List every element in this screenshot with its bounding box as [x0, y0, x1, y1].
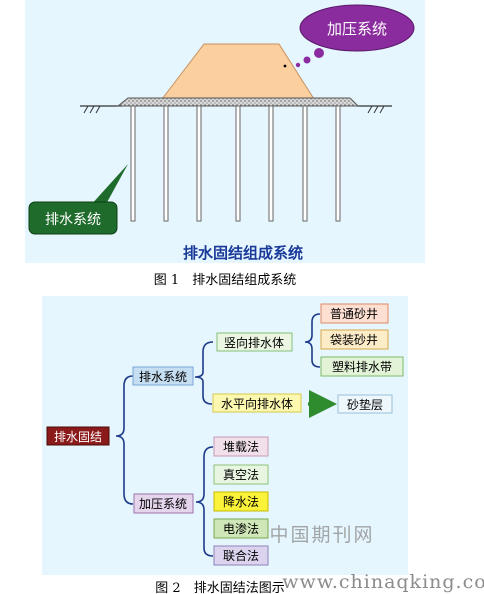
drainage-callout: 排水系统: [28, 164, 128, 235]
callout-label: 排水系统: [45, 212, 101, 228]
drainage-node: [132, 366, 194, 386]
vertical-item-label: 塑料排水带: [332, 359, 392, 374]
pressure-method-label: 堆载法: [223, 440, 259, 454]
watermark-cn: 中国期刊网: [269, 524, 374, 546]
sand-cushion-node: [337, 394, 393, 414]
sand-drain: [335, 105, 341, 222]
pressure-method-label: 电渗法: [223, 521, 259, 536]
sand-drain: [130, 105, 136, 222]
pressure-node: [133, 493, 194, 514]
pressure-method-node: [213, 436, 269, 457]
horizontal-drain-node: [212, 393, 302, 413]
vertical-item-node: [320, 303, 389, 324]
horizontal-drain-label: 水平向排水体: [221, 396, 293, 411]
sand-drains: [130, 105, 341, 222]
vertical-item-label: 袋装砂井: [330, 333, 378, 347]
tree-braces: [115, 313, 321, 557]
sand-drain: [235, 105, 241, 222]
figure-1-caption: 图 1 排水固结组成系统: [154, 273, 296, 288]
pressure-method-node: [213, 545, 269, 566]
figure-2-caption: 图 2 排水固结法图示: [155, 581, 284, 594]
pressure-method-node: [213, 464, 269, 485]
ground-hatch-right: [367, 105, 385, 114]
pressure-cloud: 加压系统: [295, 4, 415, 68]
pressure-method-node: [213, 518, 269, 539]
sand-drain: [268, 105, 274, 222]
sand-drain: [302, 105, 308, 222]
vertical-drain-label: 竖向排水体: [224, 335, 284, 350]
figure-1: 加压系统 排水系统 排水固结组成系统: [25, 0, 425, 263]
vertical-item-node: [320, 329, 389, 350]
sand-cushion-label: 砂垫层: [347, 397, 383, 412]
cloud-label: 加压系统: [327, 20, 387, 38]
root-label: 排水固结: [54, 430, 102, 444]
root-node: [46, 426, 110, 446]
figure-1-inner-title: 排水固结组成系统: [183, 244, 303, 262]
pressure-method-label: 降水法: [223, 495, 259, 509]
pressure-method-node: [213, 491, 269, 512]
load-dot: [283, 64, 287, 68]
vertical-item-label: 普通砂井: [330, 307, 378, 321]
vertical-drain-node: [216, 332, 293, 352]
drainage-label: 排水系统: [139, 370, 187, 384]
sand-drain: [196, 105, 202, 222]
vertical-item-node: [320, 356, 404, 377]
sand-drain: [163, 105, 169, 222]
pressure-method-label: 真空法: [223, 468, 259, 482]
pressure-label: 加压系统: [139, 497, 187, 511]
pressure-method-label: 联合法: [223, 548, 259, 563]
figure-2: 排水固结 排水系统 竖向排水体 普通砂井 袋装砂井 塑料排水带 水平向排水体 砂…: [42, 296, 408, 575]
watermark-url: www.chinaqking.com: [282, 571, 484, 593]
sand-cushion: [116, 97, 360, 107]
ground-hatch-left: [83, 105, 101, 114]
